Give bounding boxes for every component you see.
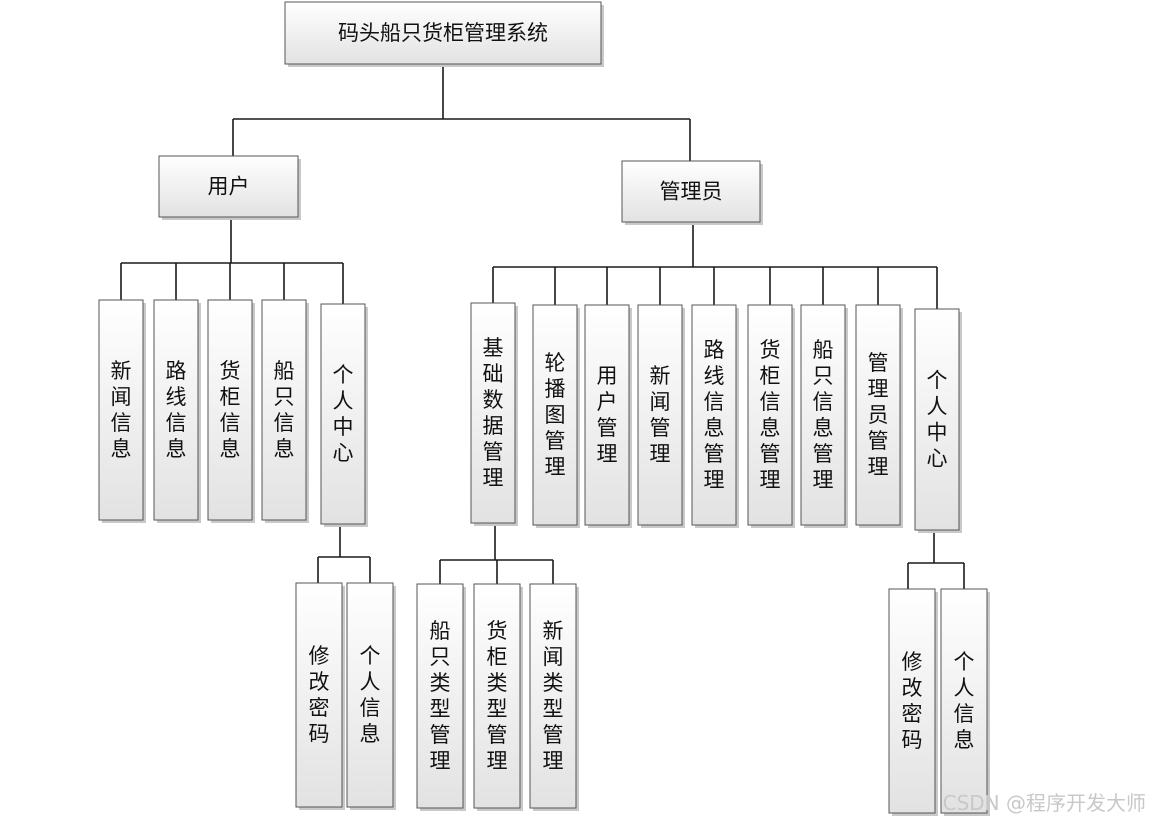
user-pc-item-0-box [295,582,343,808]
admin-item-6: 船只信息管理 [800,304,848,528]
admin-pc-item-0-label: 修改密码 [902,650,923,752]
user-pc-item-1: 个人信息 [346,582,396,810]
admin-item-7: 管理员管理 [855,304,903,528]
admin-node-label: 管理员 [660,180,723,204]
admin-base-item-0: 船只类型管理 [416,583,466,811]
admin-node-box [621,160,761,223]
user-pc-item-0: 修改密码 [295,582,345,810]
admin-item-4: 路线信息管理 [691,304,739,528]
admin-pc-item-0-box [888,588,936,814]
admin-item-5-box [747,304,793,526]
admin-item-2-label: 用户管理 [597,364,618,466]
user-item-3: 船只信息 [261,299,309,523]
admin-item-5-label: 货柜信息管理 [760,338,781,492]
admin-base-item-1: 货柜类型管理 [473,583,523,811]
admin-item-6-label: 船只信息管理 [813,338,834,492]
user-node: 用户 [158,155,301,220]
admin-base-item-1-label: 货柜类型管理 [487,619,508,773]
root-node: 码头船只货柜管理系统 [284,1,604,67]
admin-base-item-0-box [416,583,464,809]
admin-base-item-2: 新闻类型管理 [529,583,579,811]
admin-pc-item-1-label: 个人信息 [954,650,975,752]
user-item-3-label: 船只信息 [274,359,295,461]
admin-item-6-box [800,304,846,526]
admin-item-1: 轮播图管理 [532,304,580,528]
admin-item-1-label: 轮播图管理 [545,351,566,479]
user-item-2-box [207,299,253,521]
root-node-box [284,1,602,65]
user-node-label: 用户 [208,175,250,199]
admin-item-7-label: 管理员管理 [868,351,889,479]
user-item-1: 路线信息 [153,299,201,523]
admin-item-3-box [637,304,683,526]
admin-base-item-2-box [529,583,577,809]
admin-item-0: 基础数据管理 [470,302,518,526]
admin-item-4-box [691,304,737,526]
connector-lines [120,64,965,589]
admin-item-7-box [855,304,901,526]
admin-base-item-2-label: 新闻类型管理 [543,619,564,773]
admin-item-8-box [914,308,960,531]
user-item-3-box [261,299,307,521]
admin-item-5: 货柜信息管理 [747,304,795,528]
admin-item-1-box [532,304,578,526]
user-item-2-label: 货柜信息 [220,359,241,461]
admin-base-item-1-box [473,583,521,809]
user-item-1-label: 路线信息 [166,359,187,461]
user-pc-item-0-label: 修改密码 [309,644,330,746]
admin-pc-item-0: 修改密码 [888,588,938,816]
admin-item-0-box [470,302,516,524]
user-item-0-label: 新闻信息 [111,359,132,461]
admin-item-8-label: 个人中心 [927,369,948,471]
user-item-1-box [153,299,199,521]
admin-item-3-label: 新闻管理 [650,364,671,466]
watermark: CSDN @程序开发大师 [942,791,1146,815]
admin-item-4-label: 路线信息管理 [704,338,725,492]
admin-pc-item-1-box [940,588,988,814]
user-item-0-box [98,299,144,521]
user-node-box [158,155,299,218]
admin-item-0-label: 基础数据管理 [483,336,504,490]
admin-item-3: 新闻管理 [637,304,685,528]
admin-item-2-box [584,304,630,526]
user-item-2: 货柜信息 [207,299,255,523]
admin-item-2: 用户管理 [584,304,632,528]
user-pc-item-1-box [346,582,394,808]
admin-base-item-0-label: 船只类型管理 [430,619,451,773]
user-item-4: 个人中心 [320,303,368,527]
admin-pc-item-1: 个人信息 [940,588,990,816]
admin-node: 管理员 [621,160,763,225]
root-node-label: 码头船只货柜管理系统 [338,21,548,45]
admin-item-8: 个人中心 [914,308,962,533]
user-item-4-box [320,303,366,525]
user-pc-item-1-label: 个人信息 [360,644,381,746]
user-item-0: 新闻信息 [98,299,146,523]
user-item-4-label: 个人中心 [333,363,354,465]
